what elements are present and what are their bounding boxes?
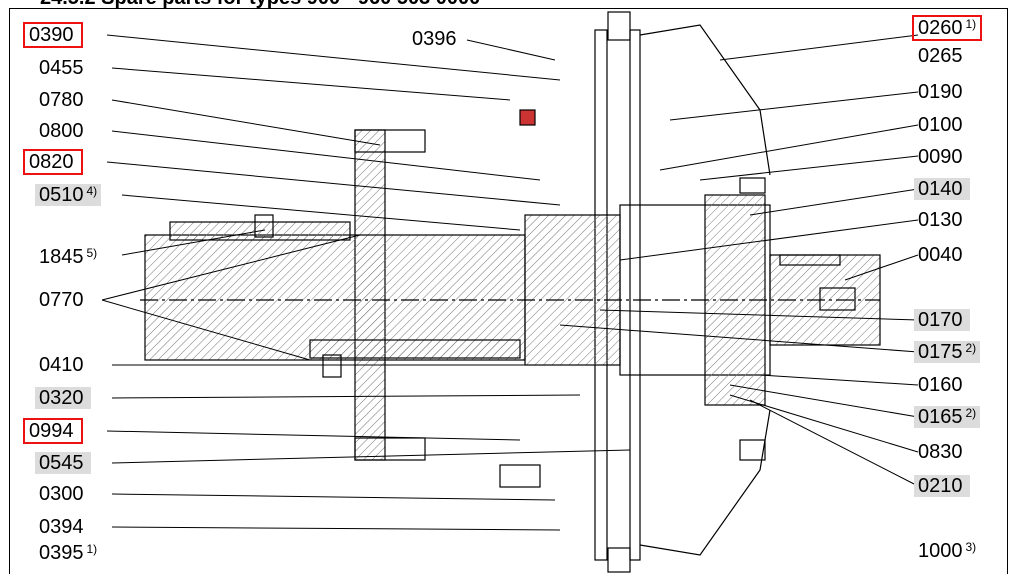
part-0320-label: 0320 <box>35 387 91 409</box>
part-0210-label: 0210 <box>914 475 970 497</box>
section-title: 24.5.2 Spare parts for types 900 - 960 5… <box>40 0 480 10</box>
part-0090-label: 0090 <box>918 146 963 168</box>
part-0410-label: 0410 <box>39 354 84 376</box>
part-0100-label: 0100 <box>918 114 963 136</box>
outer-flange-right <box>629 29 641 561</box>
part-0040-label: 0040 <box>918 244 963 266</box>
housing-lower-curve <box>639 409 771 556</box>
part-0780-label: 0780 <box>39 89 84 111</box>
part-0130-label: 0130 <box>918 209 963 231</box>
part-0170-label: 0170 <box>914 309 970 331</box>
flange-bolt-bottom <box>354 437 426 461</box>
drawing-frame <box>9 8 1008 574</box>
part-0820-label: 0820 <box>23 149 83 175</box>
part-0396-label: 0396 <box>412 28 457 50</box>
bolt-lower-left <box>499 464 541 488</box>
housing-outline <box>140 11 881 573</box>
centre-hole <box>819 287 856 311</box>
part-0830-label: 0830 <box>918 441 963 463</box>
bearing-block <box>524 214 621 366</box>
input-shaft <box>144 234 526 361</box>
part-0265-label: 0265 <box>918 45 963 67</box>
bolt-bottom <box>607 547 631 573</box>
part-0190-label: 0190 <box>918 81 963 103</box>
coupling-hub-bottom <box>309 339 521 359</box>
part-0394-label: 0394 <box>39 516 84 538</box>
housing-upper-curve <box>639 24 771 176</box>
set-screw-lower <box>322 354 342 378</box>
output-key <box>779 254 841 266</box>
bolt-top <box>607 11 631 41</box>
set-screw <box>254 214 274 238</box>
part-0455-label: 0455 <box>39 57 84 79</box>
part-0140-label: 0140 <box>914 178 970 200</box>
part-0770-label: 0770 <box>39 289 84 311</box>
part-0300-label: 0300 <box>39 483 84 505</box>
leader-lines <box>101 34 919 531</box>
part-0160-label: 0160 <box>918 374 963 396</box>
part-0545-label: 0545 <box>35 452 91 474</box>
part-0800-label: 0800 <box>39 120 84 142</box>
red-plug <box>519 109 536 126</box>
bolt-lower-right <box>739 439 766 461</box>
part-0390-label: 0390 <box>23 22 83 48</box>
bolt-upper-right <box>739 177 766 194</box>
part-0994-label: 0994 <box>23 418 83 444</box>
